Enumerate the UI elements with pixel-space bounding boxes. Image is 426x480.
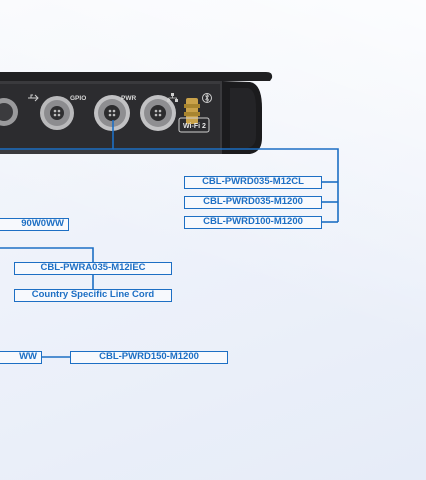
part-partial-lower: WW: [0, 351, 42, 364]
part-country-line-cord: Country Specific Line Cord: [14, 289, 172, 302]
wifi-label-box: [178, 117, 210, 133]
pwr-port-label: PWR: [121, 95, 137, 102]
part-cbl-pwrd100-m1200: CBL-PWRD100-M1200: [184, 216, 322, 229]
bluetooth-icon: [202, 93, 212, 103]
part-partial-upper: 90W0WW: [0, 218, 69, 231]
part-cbl-pwra035-m12iec: CBL-PWRA035-M12IEC: [14, 262, 172, 275]
part-cbl-pwrd150-m1200: CBL-PWRD150-M1200: [70, 351, 228, 364]
lan-icon: [167, 93, 178, 102]
wire-to-iec: [0, 247, 94, 262]
m12-port-pwr: [94, 95, 130, 131]
wire-trunk-right: [113, 148, 339, 222]
wire-pwr-down: [0, 120, 114, 150]
device-unit: [0, 72, 273, 154]
wifi-label: Wi-Fi 2: [183, 123, 206, 130]
usb-icon: [28, 94, 39, 102]
m12-port-1: [0, 98, 18, 126]
part-cbl-pwrd035-m12cl: CBL-PWRD035-M12CL: [184, 176, 322, 189]
device-lid: [0, 72, 273, 81]
part-cbl-pwrd035-m1200: CBL-PWRD035-M1200: [184, 196, 322, 209]
m12-port-lan: [140, 95, 176, 131]
m12-port-2: [40, 96, 74, 130]
gpio-port-label: GPIO: [70, 95, 87, 102]
